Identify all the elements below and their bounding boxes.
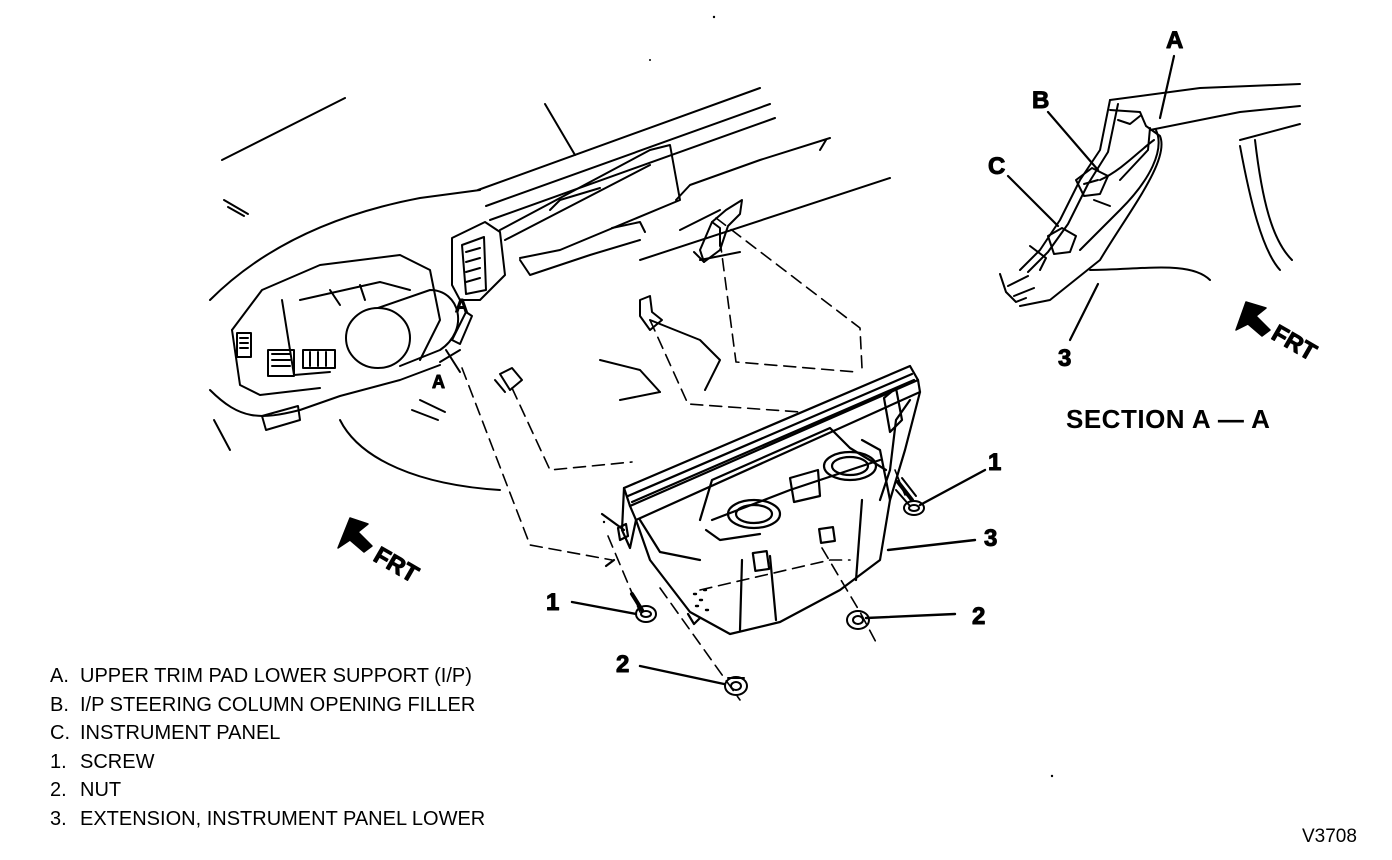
detail-callout-b: B [1032, 87, 1049, 114]
legend-item: 1. SCREW [50, 748, 485, 777]
panel-clip-center [639, 295, 663, 331]
legend-text: UPPER TRIM PAD LOWER SUPPORT (I/P) [80, 665, 472, 687]
panel-clip-left [494, 367, 523, 393]
scan-specks [602, 15, 1054, 778]
legend-item: A. UPPER TRIM PAD LOWER SUPPORT (I/P) [50, 662, 485, 691]
screw-left [630, 592, 657, 623]
detail-callout-3: 3 [1058, 345, 1071, 372]
legend-text: EXTENSION, INSTRUMENT PANEL LOWER [80, 807, 486, 830]
callout-a-bottom: A [432, 372, 445, 392]
parts-legend: A. UPPER TRIM PAD LOWER SUPPORT (I/P) B. I/… [50, 662, 485, 833]
legend-item: 3. EXTENSION, INSTRUMENT PANEL LOWER [50, 805, 485, 834]
clip-near-column [445, 311, 473, 373]
instrument-panel-drawing [209, 59, 891, 491]
detail-leader-lines [1006, 54, 1176, 342]
legend-key: 2. [50, 779, 67, 801]
legend-item: 2. NUT [50, 776, 485, 805]
legend-item: C. INSTRUMENT PANEL [50, 719, 485, 748]
legend-key: B. [50, 693, 69, 716]
frt-arrow-detail-icon [1235, 301, 1271, 337]
callout-2-right: 2 [972, 603, 985, 630]
section-title: SECTION A — A [1066, 404, 1271, 434]
screw-right [895, 477, 925, 516]
legend-key: C. [50, 722, 70, 744]
legend-text: SCREW [80, 750, 155, 773]
lower-extension-panel [600, 364, 922, 636]
callout-1-right: 1 [988, 449, 1001, 476]
legend-key: 3. [50, 807, 67, 830]
figure-id: V3708 [1302, 826, 1357, 847]
frt-label-main: FRT [369, 542, 423, 589]
frt-label-detail: FRT [1267, 320, 1321, 367]
callout-1-left: 1 [546, 589, 559, 616]
frt-arrow-main-icon [337, 517, 373, 553]
legend-text: NUT [80, 779, 122, 801]
callout-2-left: 2 [616, 651, 629, 678]
section-detail-drawing [999, 83, 1301, 307]
legend-item: B. I/P STEERING COLUMN OPENING FILLER [50, 691, 485, 720]
callout-3-right: 3 [984, 525, 997, 552]
callout-a-top: A [455, 296, 468, 316]
detail-callout-c: C [988, 153, 1005, 180]
legend-key: A. [50, 665, 69, 687]
detail-callout-a: A [1166, 27, 1183, 54]
nut-right [846, 610, 870, 630]
legend-text: INSTRUMENT PANEL [80, 722, 281, 744]
legend-text: I/P STEERING COLUMN OPENING FILLER [80, 693, 476, 716]
leader-lines [570, 468, 987, 686]
nut-bottom [724, 676, 748, 696]
legend-key: 1. [50, 750, 67, 773]
